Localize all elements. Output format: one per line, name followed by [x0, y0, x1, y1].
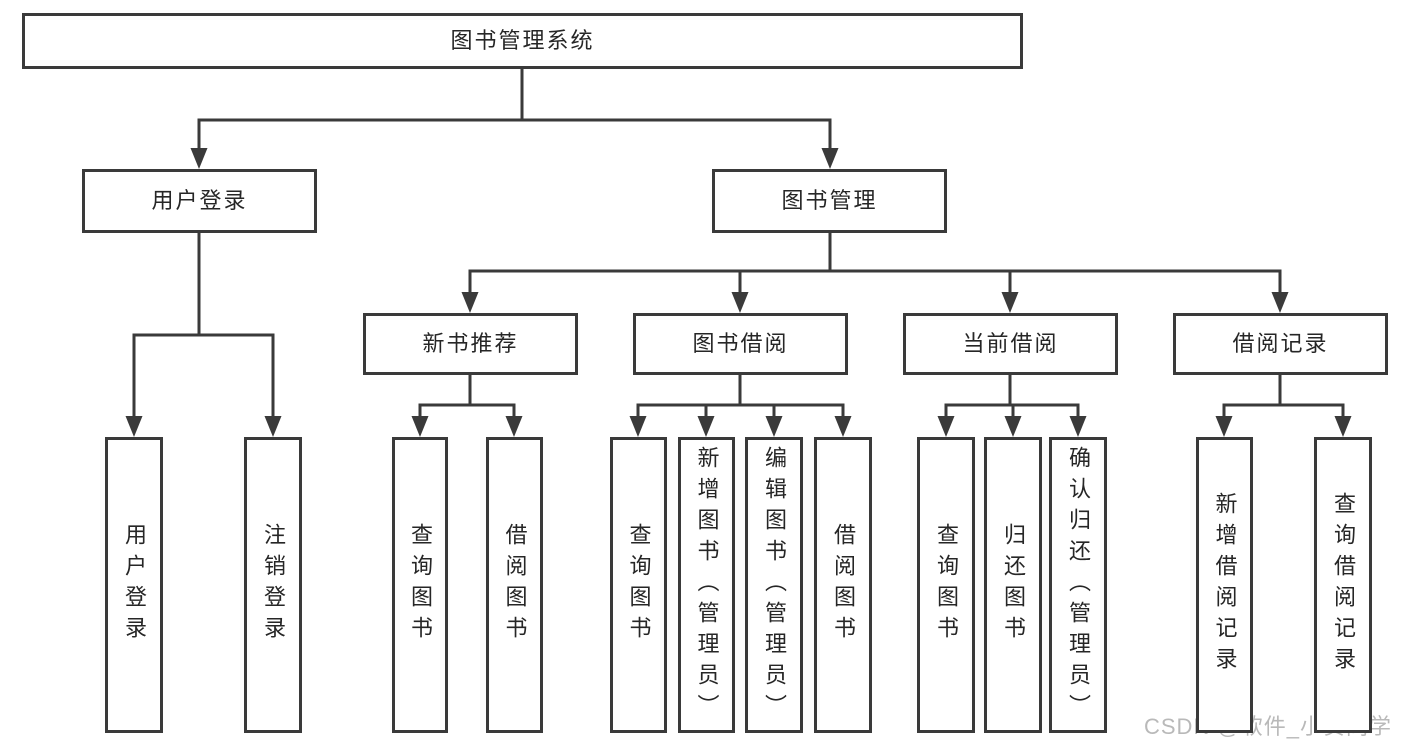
- arrow-down-icon: [125, 416, 143, 437]
- node-leaf-add-books-admin: 新增图书（管理员）: [678, 437, 735, 733]
- node-label: 借阅图书: [502, 523, 528, 647]
- node-leaf-query-books-1: 查询图书: [392, 437, 448, 733]
- node-leaf-add-borrow-record: 新增借阅记录: [1196, 437, 1253, 733]
- arrow-down-icon: [937, 416, 955, 437]
- node-label: 图书管理系统: [450, 27, 595, 53]
- node-label: 编辑图书（管理员）: [762, 445, 787, 725]
- node-book-management: 图书管理: [712, 169, 947, 233]
- node-book-borrowing: 图书借阅: [633, 313, 848, 375]
- node-label: 查询图书: [408, 523, 433, 647]
- arrow-down-icon: [1004, 416, 1022, 437]
- arrow-down-icon: [834, 416, 852, 437]
- arrow-down-icon: [264, 416, 282, 437]
- node-label: 图书借阅: [692, 330, 789, 356]
- node-leaf-user-login: 用户登录: [105, 437, 163, 733]
- node-label: 图书管理: [781, 187, 878, 213]
- arrow-down-icon: [731, 292, 749, 313]
- node-label: 用户登录: [151, 187, 248, 213]
- node-new-book-recommend: 新书推荐: [363, 313, 578, 375]
- arrow-down-icon: [461, 292, 479, 313]
- node-leaf-query-books-2: 查询图书: [610, 437, 667, 733]
- node-label: 归还图书: [1001, 523, 1026, 647]
- node-label: 查询借阅记录: [1331, 492, 1356, 678]
- node-leaf-confirm-return-admin: 确认归还（管理员）: [1049, 437, 1107, 733]
- arrow-down-icon: [505, 416, 523, 437]
- arrow-down-icon: [629, 416, 647, 437]
- node-label: 注销登录: [261, 523, 286, 647]
- node-leaf-borrow-books-1: 借阅图书: [486, 437, 543, 733]
- arrow-down-icon: [1215, 416, 1233, 437]
- node-current-borrowing: 当前借阅: [903, 313, 1118, 375]
- arrow-down-icon: [1271, 292, 1289, 313]
- node-root: 图书管理系统: [22, 13, 1023, 69]
- node-user-login: 用户登录: [82, 169, 317, 233]
- node-leaf-query-borrow-record: 查询借阅记录: [1314, 437, 1372, 733]
- node-label: 用户登录: [122, 523, 147, 647]
- node-leaf-query-books-3: 查询图书: [917, 437, 975, 733]
- node-leaf-return-books: 归还图书: [984, 437, 1042, 733]
- node-label: 当前借阅: [962, 330, 1059, 356]
- node-label: 确认归还（管理员）: [1066, 445, 1091, 725]
- arrow-down-icon: [1069, 416, 1087, 437]
- node-leaf-borrow-books-2: 借阅图书: [814, 437, 872, 733]
- arrow-down-icon: [765, 416, 783, 437]
- node-borrowing-records: 借阅记录: [1173, 313, 1388, 375]
- arrow-down-icon: [411, 416, 429, 437]
- arrow-down-icon: [821, 148, 839, 169]
- arrow-down-icon: [1334, 416, 1352, 437]
- arrow-down-icon: [1001, 292, 1019, 313]
- node-label: 借阅记录: [1232, 330, 1329, 356]
- node-leaf-logout: 注销登录: [244, 437, 302, 733]
- node-label: 新增借阅记录: [1212, 492, 1238, 678]
- node-label: 查询图书: [626, 523, 652, 647]
- node-label: 新书推荐: [422, 330, 519, 356]
- arrow-down-icon: [190, 148, 208, 169]
- arrow-down-icon: [697, 416, 715, 437]
- node-label: 新增图书（管理员）: [694, 445, 720, 725]
- node-label: 借阅图书: [831, 523, 856, 647]
- node-label: 查询图书: [934, 523, 959, 647]
- node-leaf-edit-books-admin: 编辑图书（管理员）: [745, 437, 803, 733]
